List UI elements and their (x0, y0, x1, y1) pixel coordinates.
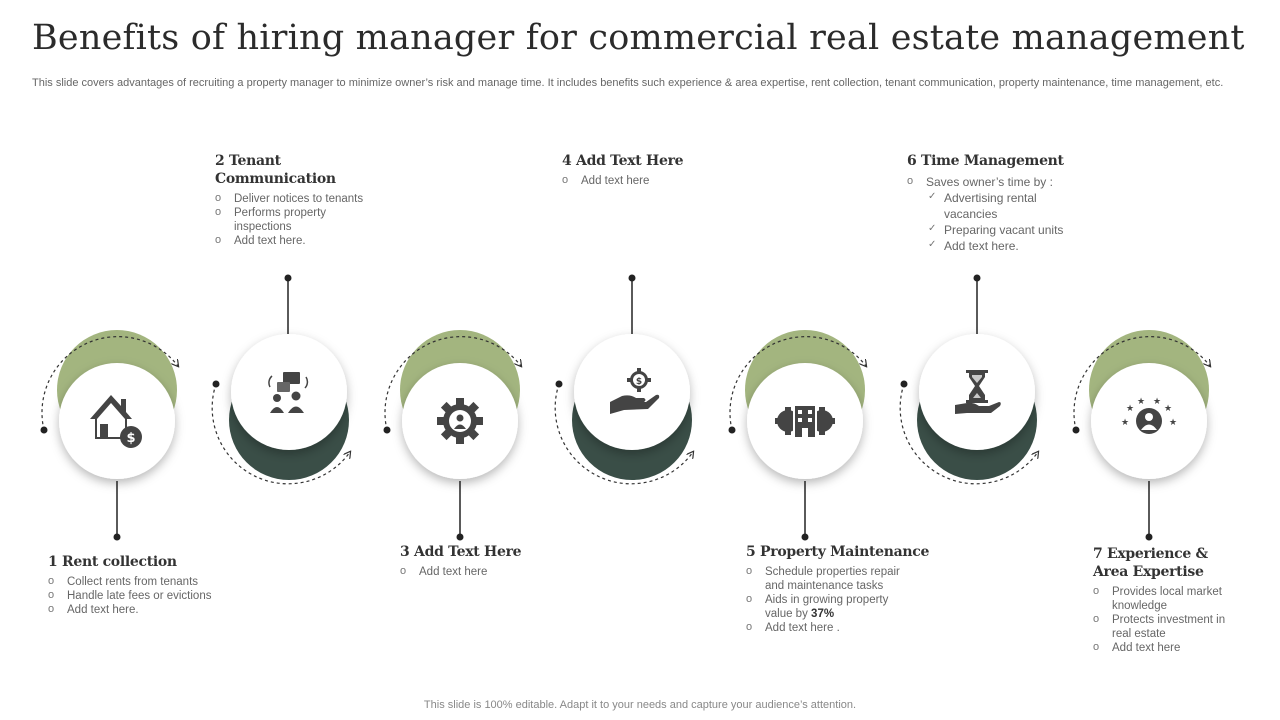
svg-text:★: ★ (1164, 404, 1172, 414)
step-1-arc (41, 336, 178, 431)
step-7-heading: 7 Experience & Area Expertise (1093, 546, 1208, 580)
step-5-item-2-text: Aids in growing property value by (765, 594, 889, 620)
step-1-node: $ (40, 330, 179, 541)
step-1-text: 1 Rent collection Collect rents from ten… (48, 553, 248, 617)
page-subtitle: This slide covers advantages of recruiti… (32, 77, 1224, 89)
step-2-heading: 2 Tenant Communication (215, 153, 336, 187)
step-2-node (211, 274, 350, 485)
gear-person-icon (437, 398, 483, 444)
growth-value: 37% (811, 608, 835, 620)
step-7-arc (1073, 336, 1210, 431)
step-1-heading: 1 Rent collection (48, 554, 177, 570)
svg-text:$: $ (126, 431, 135, 446)
step-6-subitem-1: Advertising rental vacancies (926, 189, 1054, 222)
step-6-node (899, 274, 1038, 485)
svg-text:★: ★ (1137, 397, 1145, 407)
step-5-item-3: Add text here . (746, 620, 916, 635)
step-4-circle (574, 334, 690, 450)
step-4-heading: 4 Add Text Here (562, 153, 684, 169)
step-5-item-1: Schedule properties repair and maintenan… (746, 564, 916, 593)
footer-note: This slide is 100% editable. Adapt it to… (423, 699, 857, 711)
step-6-item-1-text: Saves owner’s time by : (926, 175, 1053, 189)
step-2-item-3: Add text here. (215, 233, 375, 248)
step-3-heading: 3 Add Text Here (400, 544, 522, 560)
step-7-item-1: Provides local market knowledge (1093, 584, 1243, 613)
step-3-text: 3 Add Text Here Add text here (400, 543, 580, 579)
expert-stars-icon: ★ ★ ★ ★ ★ ★ (1121, 397, 1177, 434)
step-5-arc (729, 336, 866, 431)
step-3-arc (384, 336, 521, 431)
svg-text:★: ★ (1153, 397, 1161, 407)
tenant-communication-icon (268, 372, 309, 413)
step-6-subitem-2: Preparing vacant units (926, 221, 1076, 238)
step-5-text: 5 Property Maintenance Schedule properti… (746, 543, 946, 635)
step-6-heading: 6 Time Management (907, 153, 1064, 169)
step-5-heading: 5 Property Maintenance (746, 544, 930, 560)
step-2-arc (211, 383, 350, 485)
svg-text:★: ★ (1169, 418, 1177, 428)
step-1-item-2: Handle late fees or evictions (48, 588, 248, 603)
step-3-node (383, 330, 522, 541)
house-dollar-icon: $ (90, 395, 142, 448)
step-5-item-2: Aids in growing property value by 37% (746, 592, 916, 621)
step-4-arc (554, 383, 693, 485)
step-4-node: $ (554, 274, 693, 485)
building-gears-icon (775, 404, 835, 439)
step-4-text: 4 Add Text Here Add text here (562, 152, 742, 188)
step-6-subitem-3: Add text here. (926, 237, 1076, 254)
step-6-text: 6 Time Management Saves owner’s time by … (907, 152, 1107, 254)
step-7-item-2: Protects investment in real estate (1093, 612, 1243, 641)
step-2-text: 2 Tenant Communication Deliver notices t… (215, 152, 405, 248)
page-title: Benefits of hiring manager for commercia… (32, 18, 1245, 58)
step-7-item-3: Add text here (1093, 640, 1243, 655)
hand-gear-dollar-icon: $ (610, 368, 660, 414)
step-3-item-1: Add text here (400, 564, 580, 579)
svg-text:★: ★ (1121, 418, 1129, 428)
hourglass-hand-icon (955, 370, 1001, 414)
step-6-arc (899, 383, 1038, 485)
step-7-node: ★ ★ ★ ★ ★ ★ (1072, 330, 1211, 541)
svg-text:$: $ (636, 377, 642, 387)
step-7-text: 7 Experience & Area Expertise Provides l… (1093, 545, 1253, 655)
step-4-item-1: Add text here (562, 173, 742, 188)
svg-text:★: ★ (1126, 404, 1134, 414)
step-1-item-3: Add text here. (48, 602, 248, 617)
step-2-item-1: Deliver notices to tenants (215, 191, 375, 206)
step-1-item-1: Collect rents from tenants (48, 574, 248, 589)
step-2-item-2: Performs property inspections (215, 205, 344, 234)
step-5-node (728, 330, 867, 541)
step-6-item-1: Saves owner’s time by : Advertising rent… (907, 173, 1107, 254)
